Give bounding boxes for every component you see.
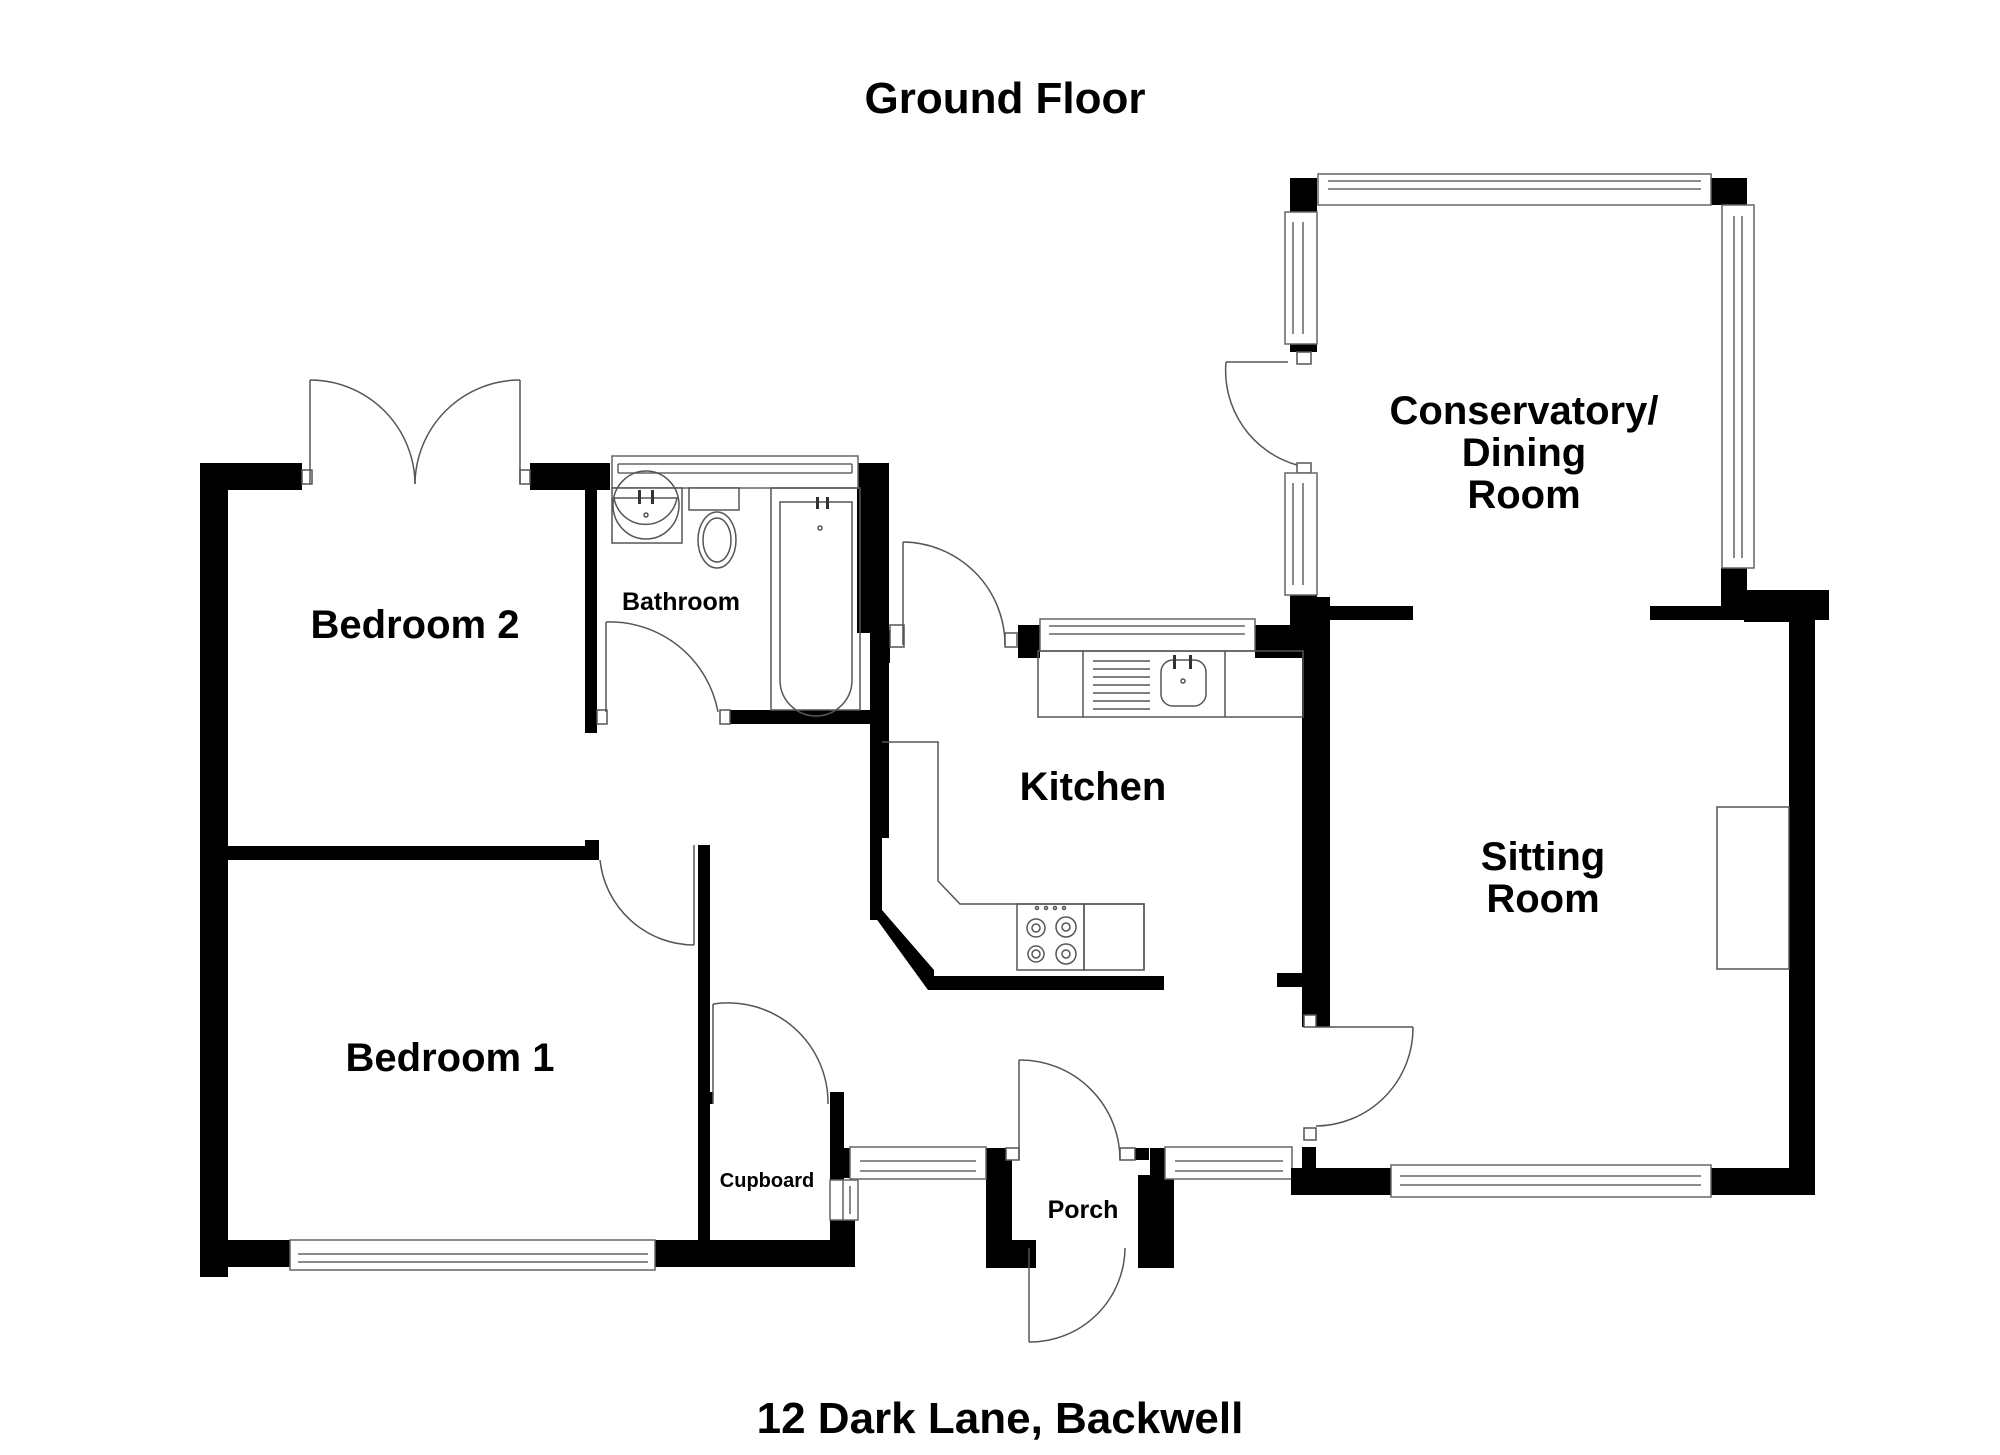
sitting-room-window [1390, 1164, 1712, 1198]
conservatory-side-door[interactable] [1224, 361, 1298, 466]
french-doors[interactable] [301, 379, 531, 485]
hall-window [849, 1146, 987, 1180]
porch-side-window [1164, 1146, 1293, 1180]
kitchen-window [1039, 618, 1256, 652]
conservatory-left-window-upper [1284, 211, 1318, 365]
floor-title: Ground Floor [864, 74, 1145, 123]
toilet-icon [688, 487, 740, 569]
opening-stub-right [1673, 606, 1753, 620]
bath-icon [770, 487, 861, 717]
kitchen-door[interactable] [889, 541, 1018, 648]
room-label-conservatory-3: Room [1467, 473, 1580, 517]
room-label-bathroom: Bathroom [622, 588, 740, 616]
sitting-room-door[interactable] [1303, 1014, 1414, 1141]
worktop-top [1037, 650, 1304, 718]
cupboard-door[interactable] [709, 1002, 829, 1105]
room-label-conservatory-1: Conservatory/ [1390, 389, 1659, 433]
basin-icon [611, 470, 683, 544]
room-label-bedroom2: Bedroom 2 [311, 603, 520, 647]
conservatory-left-window-lower [1284, 462, 1318, 596]
cupboard-window [829, 1179, 859, 1221]
hall-wall [698, 845, 710, 1250]
bedroom1-door[interactable] [599, 845, 695, 946]
room-label-porch: Porch [1048, 1196, 1119, 1224]
porch-inner-door[interactable] [1005, 1059, 1136, 1161]
conservatory-top-window [1317, 173, 1712, 206]
sink-drainer-icon [1093, 655, 1207, 710]
opening-stub-left [1317, 606, 1413, 620]
room-label-bedroom1: Bedroom 1 [346, 1036, 555, 1080]
bedroom-walls [200, 463, 889, 1277]
address-label: 12 Dark Lane, Backwell [757, 1394, 1244, 1443]
room-label-sitting-1: Sitting [1481, 835, 1605, 879]
room-label-conservatory-2: Dining [1462, 431, 1586, 475]
room-label-cupboard: Cupboard [720, 1170, 814, 1192]
fireplace-hearth [1716, 806, 1790, 970]
front-door[interactable] [1028, 1247, 1126, 1343]
room-label-sitting-2: Room [1486, 877, 1599, 921]
hob-icon [1016, 903, 1145, 971]
bedroom1-window [289, 1239, 656, 1271]
room-label-kitchen: Kitchen [1020, 765, 1167, 809]
conservatory-right-window [1721, 204, 1755, 569]
hall-front-walls [844, 1148, 1174, 1268]
bathroom-window [611, 455, 859, 489]
sitting-room-walls [1291, 595, 1815, 1195]
bathroom-door[interactable] [596, 621, 731, 725]
